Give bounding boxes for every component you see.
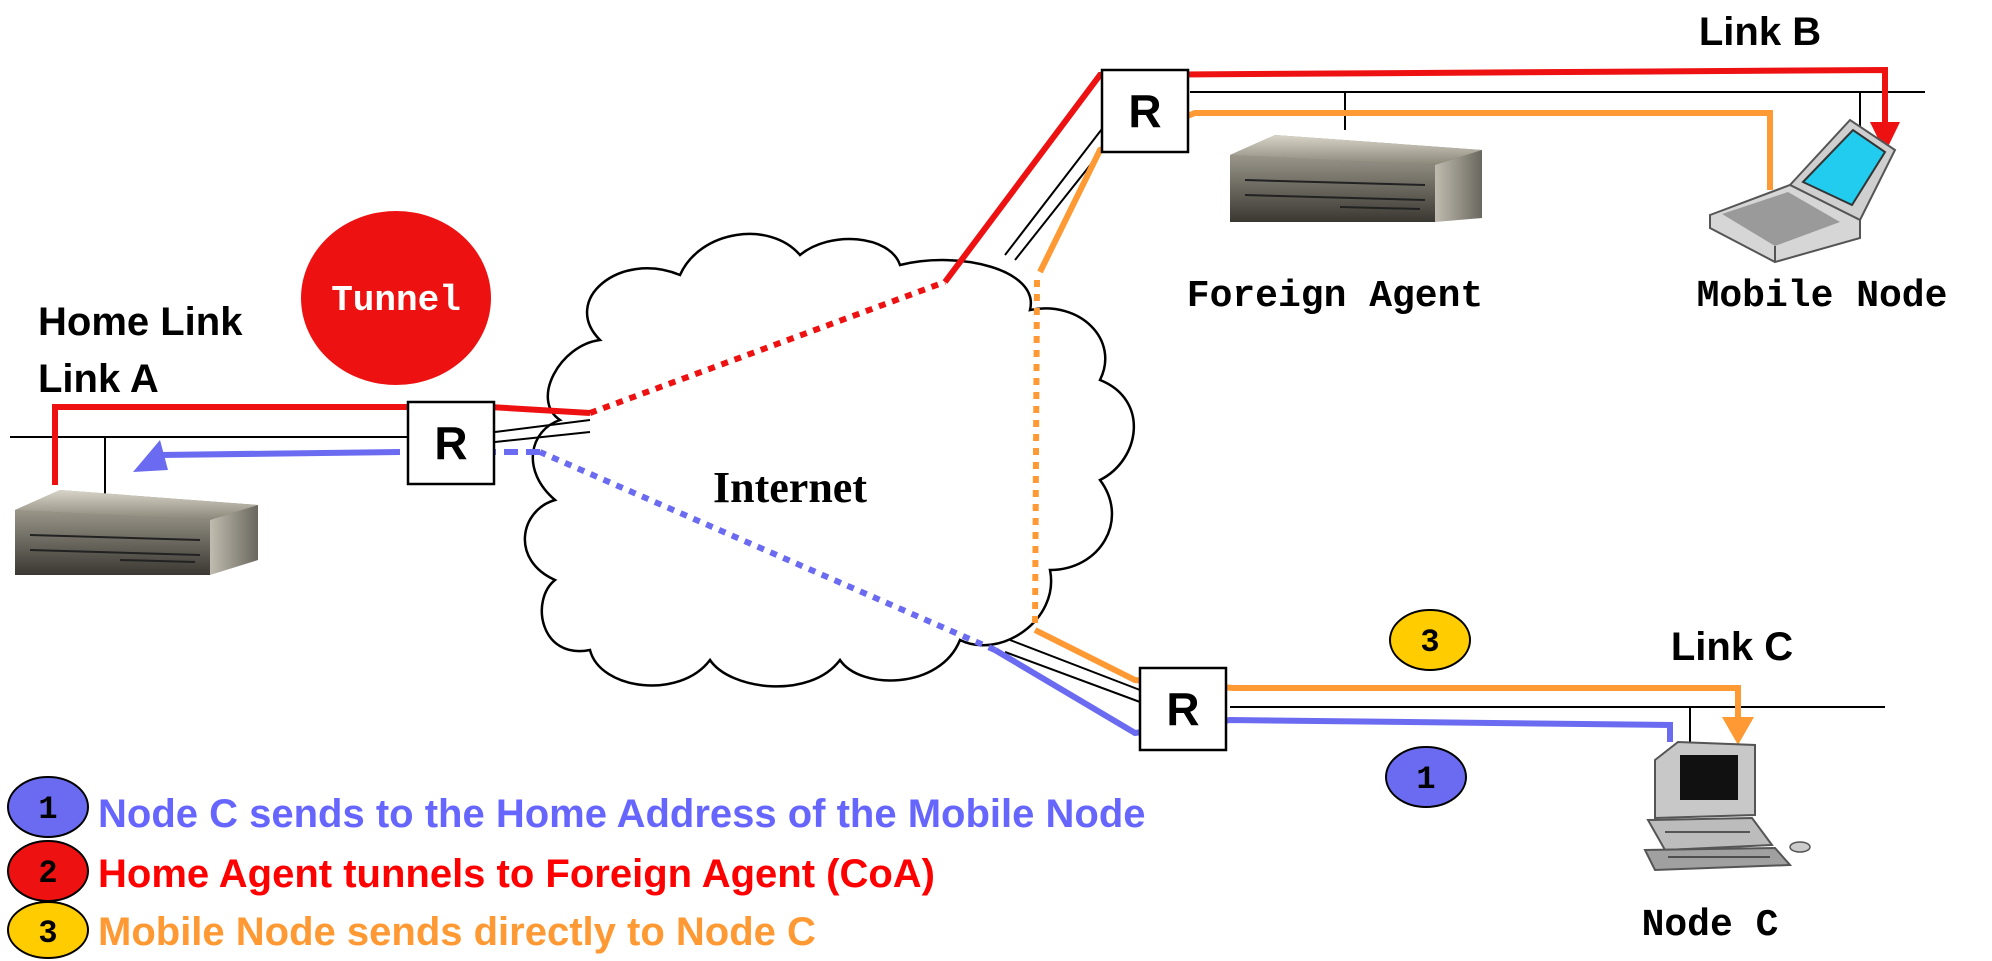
laptop-icon	[1709, 118, 1897, 264]
marker-1-label: 1	[1416, 761, 1435, 798]
node-c-label: Node C	[1642, 904, 1779, 947]
legend-item-2-text: Home Agent tunnels to Foreign Agent (CoA…	[98, 852, 935, 896]
link-b-label: Link B	[1699, 10, 1821, 54]
internet-label: Internet	[713, 463, 867, 512]
legend-item-1: 1 Node C sends to the Home Address of th…	[7, 776, 1146, 838]
marker-3-label: 3	[1420, 624, 1439, 661]
desktop-computer-icon	[1643, 740, 1811, 872]
foreign-agent-device-icon	[1230, 135, 1482, 222]
foreign-agent-label: Foreign Agent	[1187, 275, 1483, 318]
legend-item-2-number: 2	[38, 855, 57, 892]
legend-item-1-number: 1	[38, 791, 57, 828]
legend-item-3-text: Mobile Node sends directly to Node C	[98, 910, 816, 954]
router-a-label: R	[434, 417, 467, 469]
legend: 1 Node C sends to the Home Address of th…	[7, 776, 1146, 959]
legend-item-3: 3 Mobile Node sends directly to Node C	[7, 901, 816, 959]
legend-item-2: 2 Home Agent tunnels to Foreign Agent (C…	[7, 840, 935, 902]
marker-3: 3	[1389, 609, 1471, 671]
router-c: R	[1138, 666, 1228, 752]
router-b: R	[1100, 68, 1190, 154]
legend-item-1-text: Node C sends to the Home Address of the …	[98, 792, 1146, 836]
internet-cloud	[523, 232, 1136, 688]
tunnel-path	[52, 66, 1900, 485]
marker-1: 1	[1385, 746, 1467, 808]
network-links	[10, 91, 1925, 750]
mobile-node-label: Mobile Node	[1697, 275, 1948, 318]
link-c-label: Link C	[1671, 625, 1793, 669]
router-a: R	[406, 400, 496, 486]
tunnel-label: Tunnel	[331, 280, 461, 321]
node-c-path	[133, 440, 1673, 742]
legend-item-3-number: 3	[38, 915, 57, 952]
home-link-label: Home Link	[38, 300, 243, 344]
router-b-label: R	[1128, 85, 1161, 137]
router-c-label: R	[1166, 683, 1199, 735]
link-a-label: Link A	[38, 357, 159, 401]
direct-path	[1032, 110, 1773, 745]
home-agent-device-icon	[15, 490, 258, 575]
tunnel-badge: Tunnel	[301, 211, 491, 385]
